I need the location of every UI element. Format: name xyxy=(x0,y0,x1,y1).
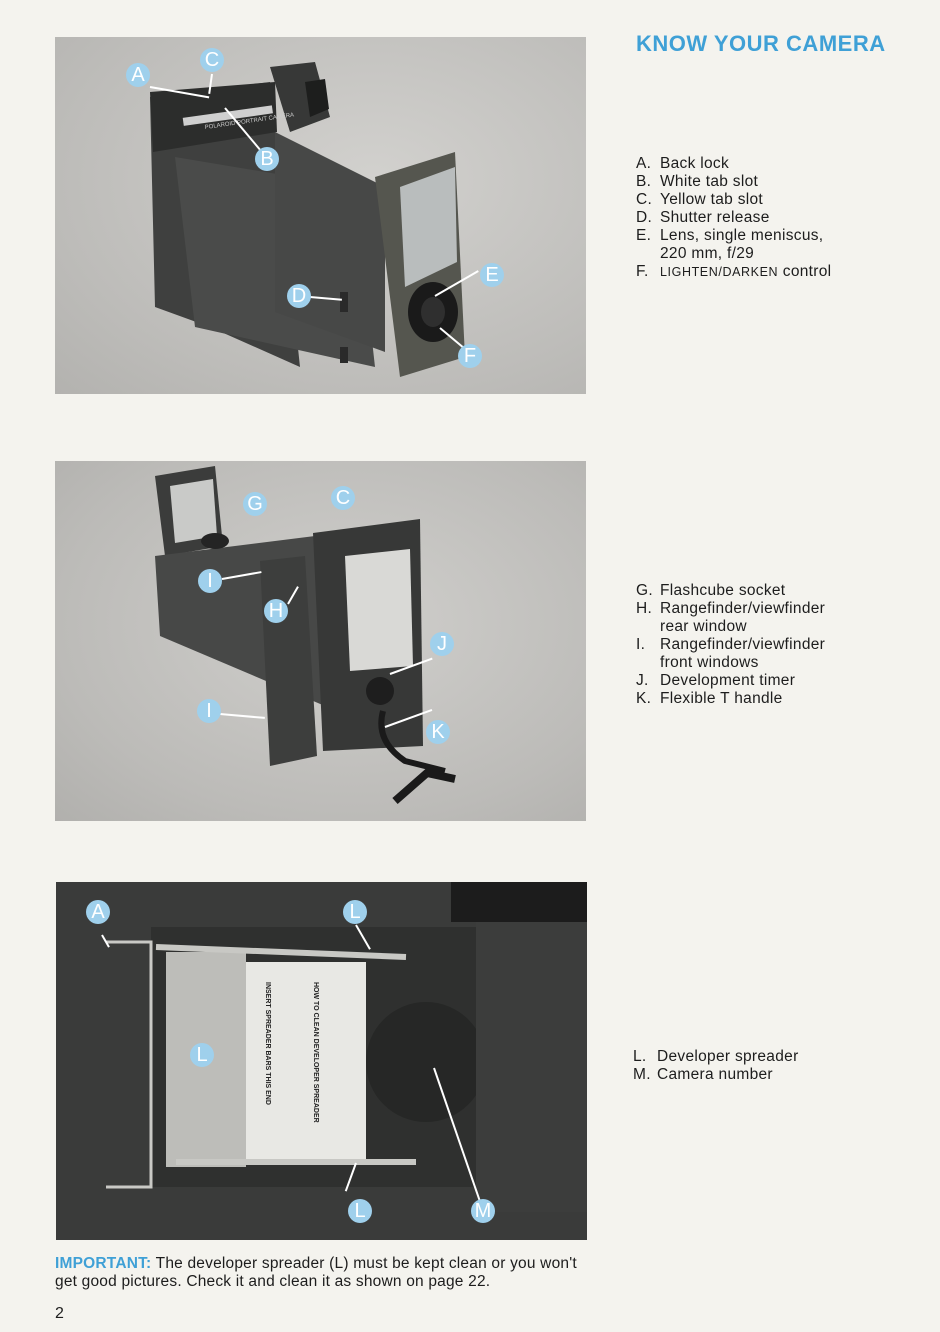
legend-item: I.Rangefinder/viewfinder front windows xyxy=(636,636,826,671)
camera-open-photo: HOW TO CLEAN DEVELOPER SPREADER INSERT S… xyxy=(56,882,587,1240)
camera-open-illustration: HOW TO CLEAN DEVELOPER SPREADER INSERT S… xyxy=(56,882,587,1240)
card-text: HOW TO CLEAN DEVELOPER SPREADER xyxy=(312,982,319,1123)
callout-l: L xyxy=(190,1043,214,1067)
callout-f: F xyxy=(458,344,482,368)
legend-item: M.Camera number xyxy=(633,1066,773,1083)
legend-item: G.Flashcube socket xyxy=(636,582,786,599)
legend-item: E.Lens, single meniscus, 220 mm, f/29 xyxy=(636,227,824,262)
callout-j: J xyxy=(430,632,454,656)
page-number: 2 xyxy=(55,1305,64,1322)
important-note: IMPORTANT: The developer spreader (L) mu… xyxy=(55,1255,600,1291)
camera-back-photo: C G I H J I K xyxy=(55,461,586,821)
legend-item: A.Back lock xyxy=(636,155,730,172)
callout-m: M xyxy=(471,1199,495,1223)
callout-d: D xyxy=(287,284,311,308)
legend-back: G.Flashcube socket H.Rangefinder/viewfin… xyxy=(636,582,825,708)
camera-front-photo: POLAROID PORTRAIT CAMERA A C B D E F xyxy=(55,37,586,394)
card-text: INSERT SPREADER BARS THIS END xyxy=(264,982,271,1105)
legend-item: F.LIGHTEN/DARKEN control xyxy=(636,263,832,280)
callout-k: K xyxy=(426,720,450,744)
callout-b: B xyxy=(255,147,279,171)
callout-c: C xyxy=(331,486,355,510)
legend-open: L.Developer spreader M.Camera number xyxy=(633,1048,799,1084)
important-label: IMPORTANT: xyxy=(55,1255,152,1272)
camera-back-illustration xyxy=(155,466,456,805)
legend-item: D.Shutter release xyxy=(636,209,770,226)
legend-item: K.Flexible T handle xyxy=(636,690,783,707)
callout-l: L xyxy=(343,900,367,924)
legend-item: L.Developer spreader xyxy=(633,1048,799,1065)
legend-item: B.White tab slot xyxy=(636,173,759,190)
callout-h: H xyxy=(264,599,288,623)
legend-item: J.Development timer xyxy=(636,672,796,689)
callout-l: L xyxy=(348,1199,372,1223)
callout-a: A xyxy=(126,63,150,87)
camera-front-illustration: POLAROID PORTRAIT CAMERA xyxy=(150,62,465,377)
legend-item: C.Yellow tab slot xyxy=(636,191,764,208)
callout-i: I xyxy=(197,699,221,723)
legend-item: H.Rangefinder/viewfinder rear window xyxy=(636,600,826,635)
callout-a: A xyxy=(86,900,110,924)
callout-e: E xyxy=(480,263,504,287)
callout-g: G xyxy=(243,492,267,516)
callout-i: I xyxy=(198,569,222,593)
page-title: KNOW YOUR CAMERA xyxy=(636,31,886,56)
callout-c: C xyxy=(200,48,224,72)
legend-front: A.Back lock B.White tab slot C.Yellow ta… xyxy=(636,155,831,281)
important-text: The developer spreader (L) must be kept … xyxy=(55,1255,577,1290)
